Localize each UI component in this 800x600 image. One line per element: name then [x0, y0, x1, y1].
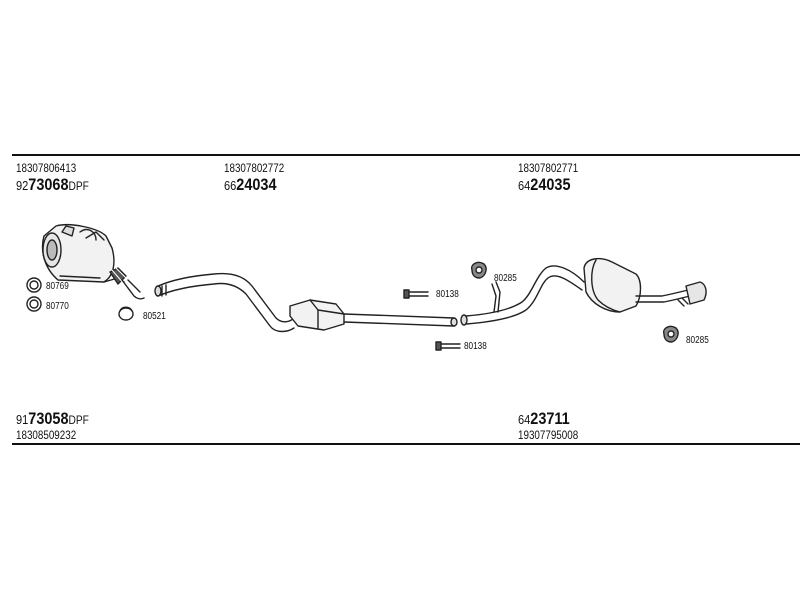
part-label-ring-2: 80770	[46, 301, 69, 312]
middle-silencer-icon	[289, 299, 458, 331]
oe-number-mid-pipe: 19307795008	[518, 428, 579, 442]
part-label-clamp: 80521	[143, 311, 166, 322]
part-number-mid-pipe: 6423711	[518, 410, 570, 427]
part-prefix: 91	[16, 412, 29, 427]
part-number-dpf-alt: 9173058DPF	[16, 410, 89, 427]
oe-number-front-pipe: 18307802772	[224, 161, 285, 175]
part-main: 24035	[530, 175, 571, 194]
part-prefix: 64	[518, 178, 531, 193]
ring-icon	[26, 296, 42, 312]
part-main: 73068	[28, 175, 69, 194]
dpf-catalyst-icon	[41, 224, 145, 300]
part-prefix: 92	[16, 178, 29, 193]
part-suffix: DPF	[68, 179, 89, 193]
part-label-hanger-top: 80138	[436, 289, 459, 300]
rear-silencer-pipe-icon	[460, 257, 707, 326]
part-label-rubber-top: 80285	[494, 273, 517, 284]
part-label-hanger-bottom: 80138	[464, 341, 487, 352]
front-pipe-icon	[154, 272, 295, 333]
part-prefix: 66	[224, 178, 237, 193]
rubber-mount-icon	[471, 261, 487, 279]
part-prefix: 64	[518, 412, 531, 427]
bottom-rule	[12, 443, 800, 445]
oe-number-dpf-alt: 18308509232	[16, 428, 77, 442]
oe-number-rear-silencer: 18307802771	[518, 161, 579, 175]
ring-icon	[26, 277, 42, 293]
part-main: 23711	[530, 409, 570, 428]
part-number-catalyst: 9273068DPF	[16, 176, 89, 193]
top-rule	[12, 154, 800, 156]
part-label-ring-1: 80769	[46, 281, 69, 292]
oe-number-catalyst: 18307806413	[16, 161, 77, 175]
part-number-rear-silencer: 6424035	[518, 176, 570, 193]
part-main: 24034	[236, 175, 277, 194]
part-number-front-pipe: 6624034	[224, 176, 276, 193]
hanger-icon	[435, 341, 461, 351]
part-label-rubber-right: 80285	[686, 335, 709, 346]
part-suffix: DPF	[68, 413, 89, 427]
part-main: 73058	[28, 409, 69, 428]
hanger-icon	[403, 289, 429, 299]
rubber-mount-icon	[663, 325, 679, 343]
clamp-icon	[118, 307, 134, 321]
